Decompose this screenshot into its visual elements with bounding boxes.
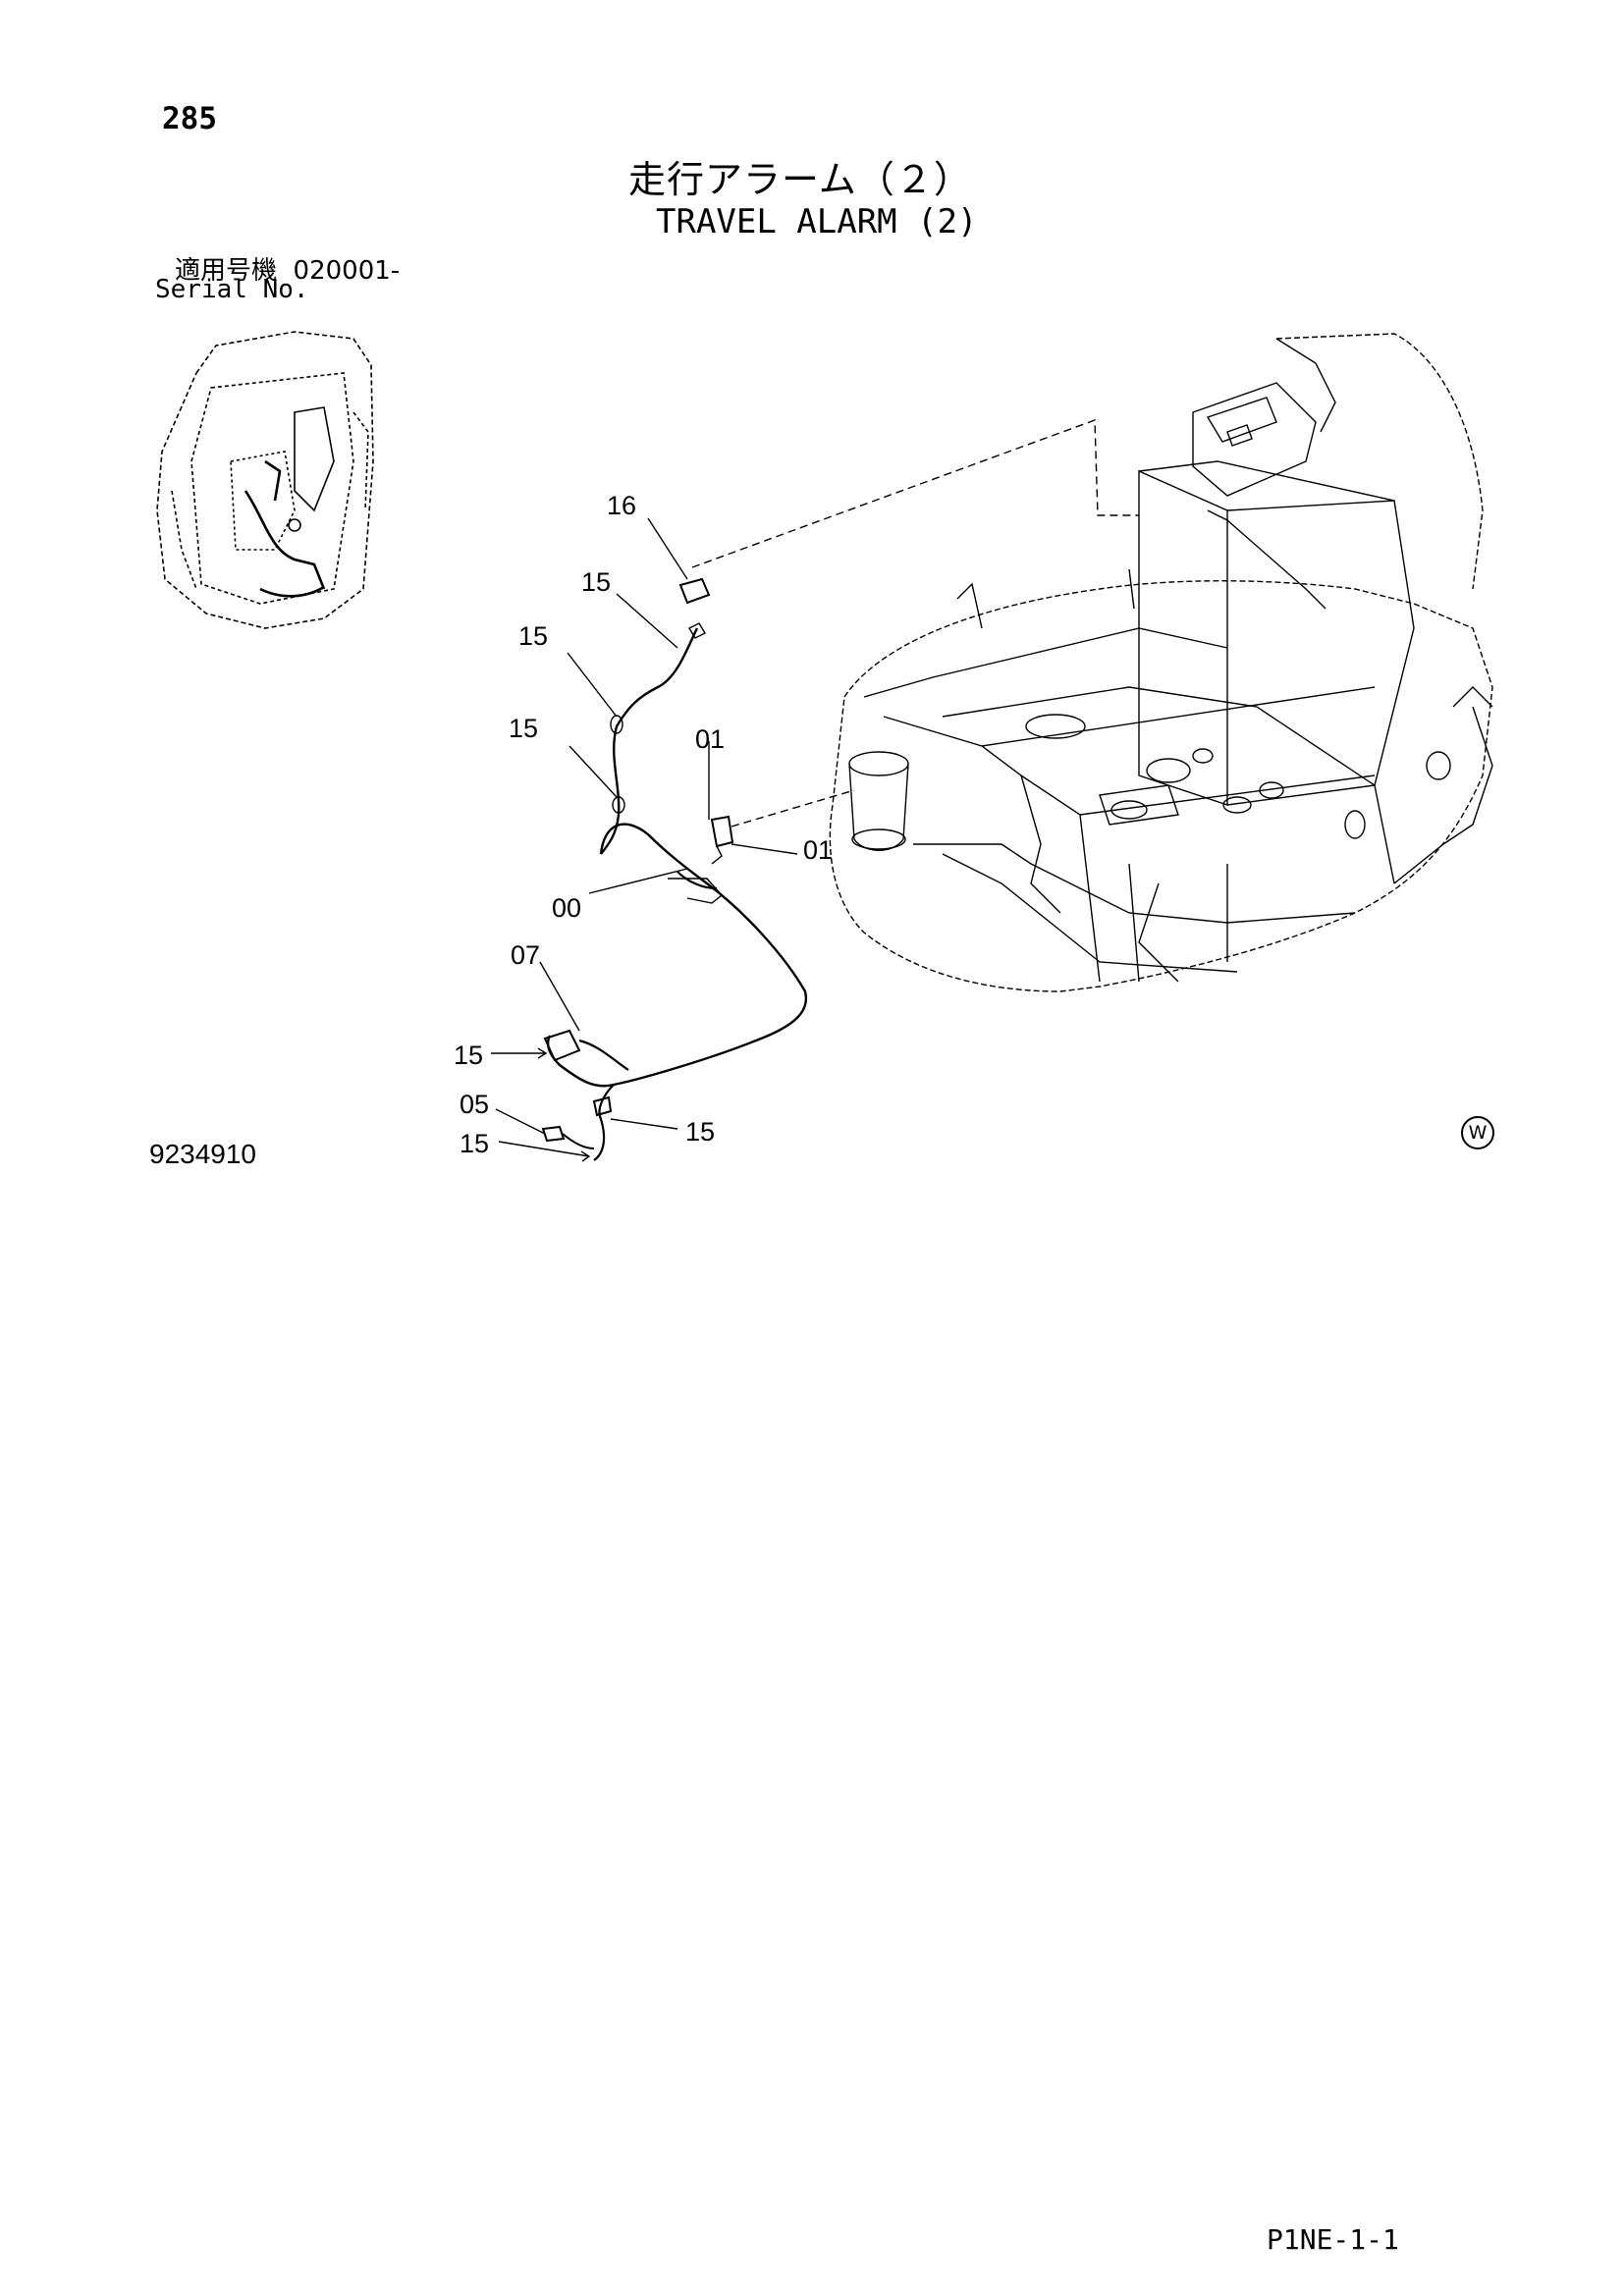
switch-07 [543,1029,581,1062]
serial-range-label: 適用号機 020001- [175,250,400,287]
w-circle-mark: W [1461,1116,1494,1149]
serial-range-value: 020001- [293,256,401,286]
diode-05 [541,1125,566,1143]
upper-harness-wire [600,627,699,855]
callout-part-07: 07 [511,940,541,970]
callout-part-00: 00 [552,893,582,923]
callout-part-01: 01 [803,835,834,865]
page-code: P1NE-1-1 [1267,2223,1399,2256]
page-title-english: TRAVEL ALARM (2) [656,202,978,241]
upper-structure-frame [829,333,1493,992]
serial-label-japanese: 適用号機 [175,256,278,286]
page-number: 285 [162,101,217,136]
serial-label-english: Serial No. [155,275,309,304]
callout-part-15: 15 [460,1129,490,1158]
routing-guide-line [691,419,1139,568]
location-inset-illustration [156,331,374,629]
callout-part-05: 05 [460,1090,490,1119]
harness-and-leaders [491,419,1139,1162]
connector-16 [678,577,711,605]
callout-part-15: 15 [581,567,612,597]
travel-alarm-01 [710,815,734,848]
callout-part-01: 01 [695,724,726,754]
callout-part-15: 15 [509,714,539,743]
callout-part-15: 15 [685,1117,716,1147]
page-title-japanese: 走行アラーム（２） [628,158,972,201]
callout-part-15: 15 [454,1041,484,1070]
callout-part-15: 15 [518,621,549,651]
callout-part-16: 16 [607,491,637,520]
connector-lower [592,1095,613,1117]
drawing-number: 9234910 [149,1139,257,1169]
lower-harness-wire [546,823,808,1088]
